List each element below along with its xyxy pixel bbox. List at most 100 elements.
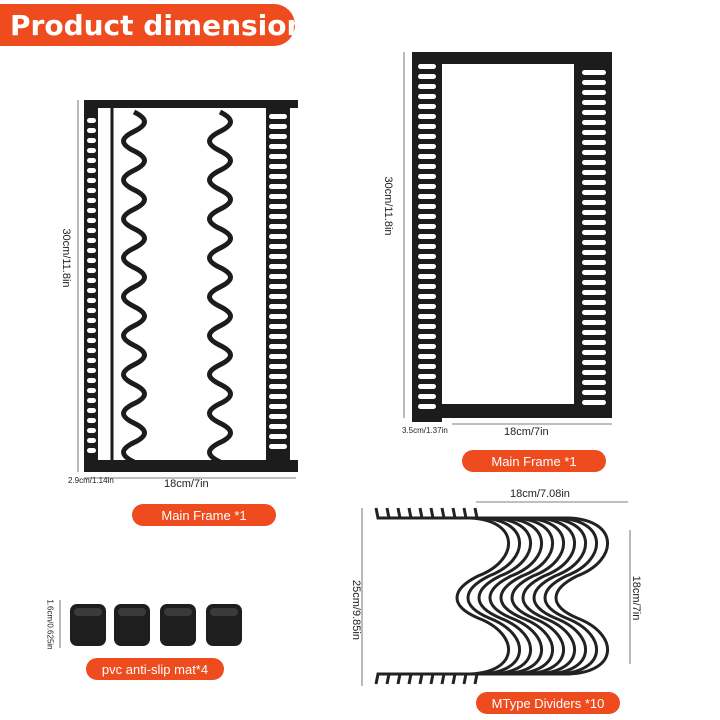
- frame-slot: [269, 364, 287, 369]
- frame-slot: [418, 194, 436, 199]
- frame-slot: [269, 444, 287, 449]
- frame-slot: [269, 404, 287, 409]
- frame-slot: [582, 150, 606, 155]
- anti-slip-mats: [70, 604, 242, 646]
- frame-slot: [418, 284, 436, 289]
- frame-slot: [418, 324, 436, 329]
- dividers-depth-label: 18cm/7in: [630, 575, 642, 621]
- frame-slot: [87, 148, 96, 153]
- m-type-dividers: [374, 507, 609, 685]
- frame-slot: [418, 374, 436, 379]
- frame-slot: [582, 290, 606, 295]
- frame-slots-left: [418, 64, 436, 409]
- frame2-height-label: 30cm/11.8in: [382, 176, 394, 236]
- frame-slot: [87, 388, 96, 393]
- frame-slot: [269, 384, 287, 389]
- frame1-caption: Main Frame *1: [132, 504, 276, 526]
- frame-slot: [87, 188, 96, 193]
- frame-slot: [269, 294, 287, 299]
- frame-slot: [582, 270, 606, 275]
- frame-slot: [418, 204, 436, 209]
- frame-slot: [582, 240, 606, 245]
- frame2-caption: Main Frame *1: [462, 450, 606, 472]
- frame-slot: [582, 110, 606, 115]
- frame-slot: [582, 70, 606, 75]
- frame-slot: [269, 144, 287, 149]
- frame-slot: [269, 174, 287, 179]
- frame-slot: [582, 380, 606, 385]
- m-type-divider: [440, 507, 576, 685]
- frame-slot: [582, 260, 606, 265]
- frame-slot: [582, 190, 606, 195]
- frame-slot: [269, 114, 287, 119]
- frame-slot: [582, 170, 606, 175]
- frame-slot: [87, 308, 96, 313]
- frame-slot: [87, 428, 96, 433]
- frame-slot: [87, 348, 96, 353]
- frame-slot: [87, 198, 96, 203]
- frame-slot: [418, 214, 436, 219]
- frame-slot: [269, 304, 287, 309]
- frame-slot: [87, 168, 96, 173]
- frame-slot: [87, 258, 96, 263]
- frame-slot: [582, 340, 606, 345]
- frame-slot: [87, 358, 96, 363]
- frame-slot: [87, 268, 96, 273]
- frame2-width-label: 18cm/7in: [504, 426, 549, 438]
- frame-slot: [269, 274, 287, 279]
- frame-slot: [87, 228, 96, 233]
- frame-slot: [418, 74, 436, 79]
- m-type-divider: [385, 507, 521, 685]
- frame-slot: [418, 384, 436, 389]
- frame-slot: [87, 178, 96, 183]
- frame-slot: [418, 294, 436, 299]
- frame-slot: [269, 414, 287, 419]
- frame-slots-right: [269, 114, 287, 449]
- frame-slot: [269, 314, 287, 319]
- frame-slot: [418, 84, 436, 89]
- frame-slot: [418, 354, 436, 359]
- frame1-width-label: 18cm/7in: [164, 478, 209, 490]
- frame-slot: [269, 354, 287, 359]
- main-frame-with-rods: [84, 100, 298, 472]
- frame-slot: [87, 368, 96, 373]
- frame2-depth-label: 3.5cm/1.37in: [402, 426, 448, 435]
- frame-slot: [269, 284, 287, 289]
- m-type-divider: [374, 507, 510, 685]
- frame-slot: [269, 394, 287, 399]
- dividers-width-label: 18cm/7.08in: [510, 488, 570, 500]
- frame-slot: [418, 104, 436, 109]
- frame-slot: [269, 324, 287, 329]
- frame-slots-right: [582, 70, 606, 405]
- frame-slot: [418, 184, 436, 189]
- frame-slot: [418, 114, 436, 119]
- frame-slot: [582, 360, 606, 365]
- m-type-divider: [451, 507, 587, 685]
- frame-slot: [87, 378, 96, 383]
- frame-slot: [269, 254, 287, 259]
- frame-slot: [582, 200, 606, 205]
- frame-slot: [269, 214, 287, 219]
- frame-slot: [87, 338, 96, 343]
- frame-slot: [87, 138, 96, 143]
- frame-slot: [269, 194, 287, 199]
- title-badge: Product dimension: [0, 4, 306, 46]
- frame-slot: [582, 280, 606, 285]
- frame-slot: [582, 210, 606, 215]
- frame-slot: [582, 310, 606, 315]
- frame-slot: [582, 120, 606, 125]
- frame-slot: [269, 434, 287, 439]
- frame-slot: [582, 230, 606, 235]
- frame-slot: [87, 398, 96, 403]
- frame-slot: [582, 130, 606, 135]
- m-type-divider: [462, 507, 598, 685]
- frame-slot: [418, 304, 436, 309]
- frame-slot: [87, 158, 96, 163]
- frame-slot: [418, 224, 436, 229]
- frame-slot: [582, 390, 606, 395]
- frame-slot: [269, 134, 287, 139]
- frame1-height-label: 30cm/11.8in: [60, 228, 72, 288]
- frame-slot: [582, 320, 606, 325]
- frame-slot: [269, 374, 287, 379]
